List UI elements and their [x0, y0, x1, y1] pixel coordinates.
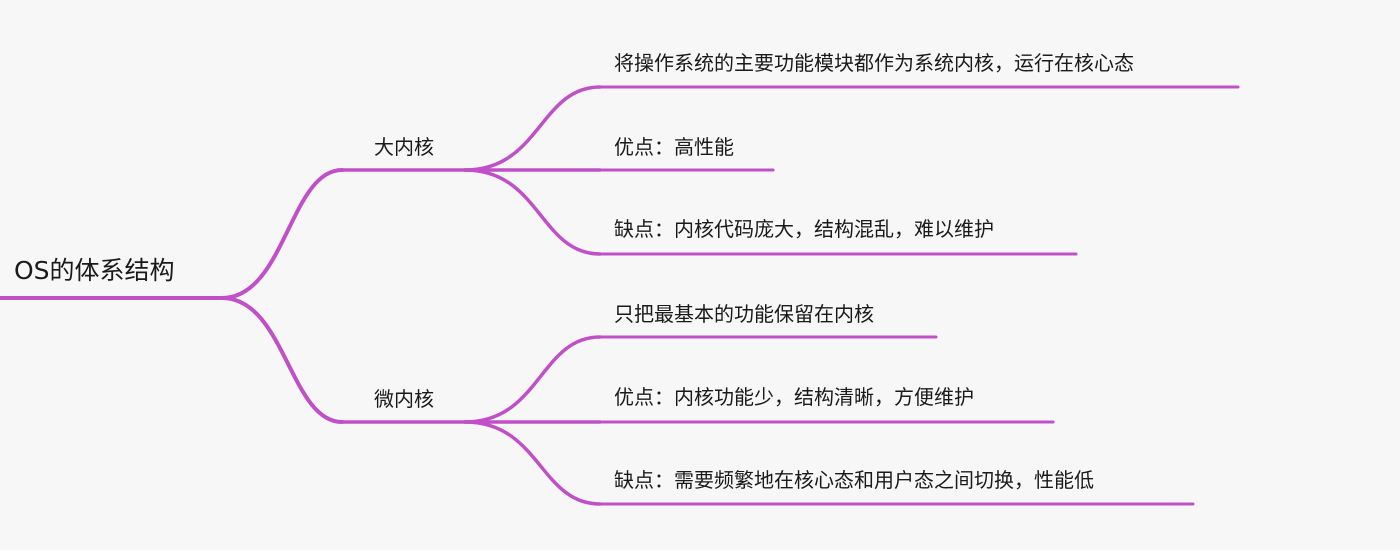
leaf-label: 将操作系统的主要功能模块都作为系统内核，运行在核心态: [614, 51, 1134, 75]
branch-node-monolithic-kernel[interactable]: 大内核: [374, 137, 434, 157]
connector-root-to-branch-1: [220, 168, 344, 300]
connector-branch-1-to-leaf-3: [463, 168, 602, 256]
connector-branch-2-to-leaf-3: [463, 420, 602, 506]
leaf-label: 缺点：内核代码庞大，结构混乱，难以维护: [614, 217, 994, 241]
leaf-label: 缺点：需要频繁地在核心态和用户态之间切换，性能低: [614, 468, 1094, 492]
leaf-label: 只把最基本的功能保留在内核: [614, 302, 874, 326]
branch-node-microkernel[interactable]: 微内核: [374, 389, 434, 409]
leaf-node-microkernel-pros[interactable]: 优点：内核功能少，结构清晰，方便维护: [614, 387, 974, 407]
leaf-node-monolithic-definition[interactable]: 将操作系统的主要功能模块都作为系统内核，运行在核心态: [614, 53, 1134, 73]
leaf-node-microkernel-cons[interactable]: 缺点：需要频繁地在核心态和用户态之间切换，性能低: [614, 470, 1094, 490]
leaf-node-monolithic-pros[interactable]: 优点：高性能: [614, 137, 734, 157]
branch-label: 微内核: [374, 387, 434, 411]
connector-root-to-branch-2: [220, 296, 344, 424]
branch-label: 大内核: [374, 135, 434, 159]
leaf-node-microkernel-definition[interactable]: 只把最基本的功能保留在内核: [614, 304, 874, 324]
connector-branch-1-to-leaf-1: [463, 85, 602, 172]
root-label: OS的体系结构: [14, 256, 175, 285]
connector-branch-2-to-leaf-1: [463, 335, 602, 424]
root-node[interactable]: OS的体系结构: [14, 258, 175, 283]
leaf-label: 优点：高性能: [614, 135, 734, 159]
leaf-label: 优点：内核功能少，结构清晰，方便维护: [614, 385, 974, 409]
leaf-node-monolithic-cons[interactable]: 缺点：内核代码庞大，结构混乱，难以维护: [614, 219, 994, 239]
